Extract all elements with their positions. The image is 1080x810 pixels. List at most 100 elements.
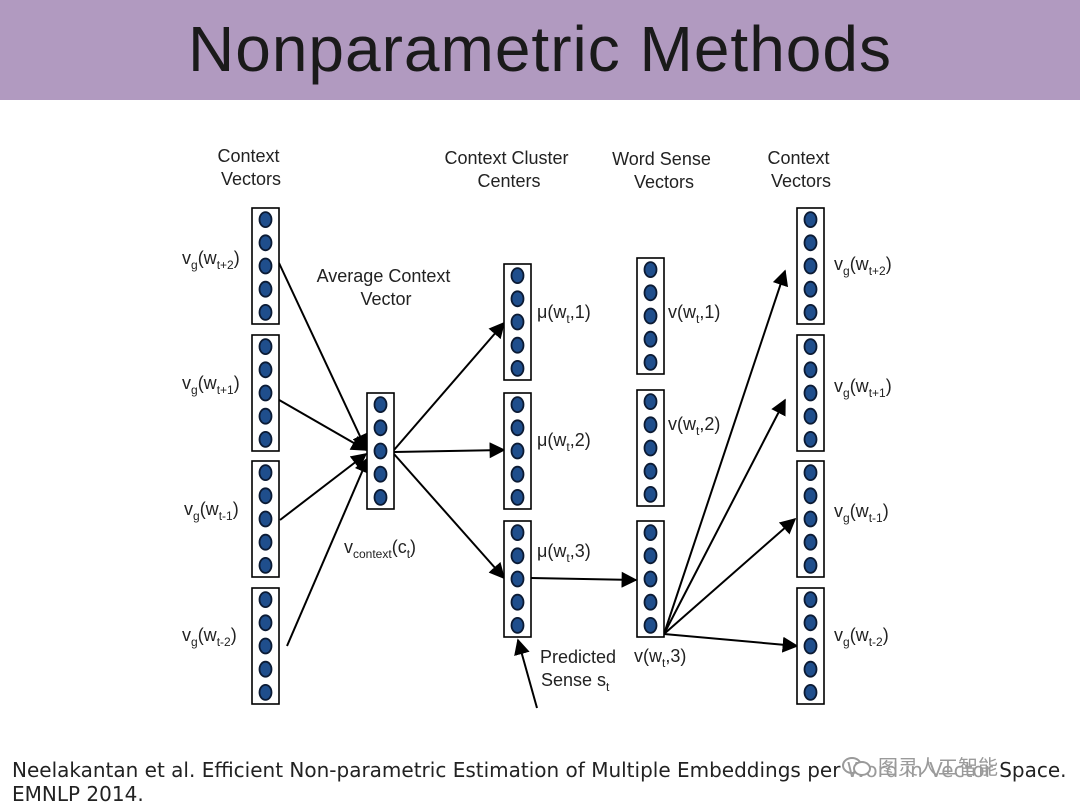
vector-node: [803, 487, 818, 505]
label-right-t+1: vg(wt+1): [834, 376, 892, 400]
vector-node: [510, 524, 525, 541]
vector-node: [643, 261, 658, 279]
cluster-center-2: [503, 392, 532, 510]
vector-node: [643, 462, 658, 480]
vector-node: [803, 211, 818, 229]
vector-node: [643, 393, 658, 411]
label-v-context: vcontext(ct): [344, 537, 416, 561]
vector-node: [803, 464, 818, 482]
vector-node: [803, 557, 818, 574]
vector-node: [643, 485, 658, 503]
header-average-context-vector: Average Context Vector: [317, 266, 456, 309]
vector-node: [803, 303, 818, 321]
vector-node: [510, 359, 525, 377]
left-vector-t+1: [251, 334, 280, 452]
vector-node: [643, 593, 658, 611]
vector-node: [258, 257, 273, 275]
vector-node: [258, 464, 273, 482]
vector-node: [643, 547, 658, 565]
left-vector-t-2: [251, 587, 280, 705]
vector-node: [510, 570, 525, 588]
vector-node: [258, 338, 273, 356]
network-diagram: Context Vectors Average Context Vector C…: [182, 146, 892, 709]
vector-node: [803, 280, 818, 298]
vector-node: [803, 384, 818, 402]
vector-node: [258, 614, 273, 632]
vector-node: [643, 524, 658, 541]
arrow-left2-to-avg: [266, 392, 368, 451]
header-context-vectors-right: Context Vectors: [767, 148, 834, 191]
right-vector-t+2: [796, 207, 825, 325]
right-vector-t+1: [796, 334, 825, 452]
vector-node: [510, 465, 525, 483]
header-context-vectors-left: Context Vectors: [217, 146, 284, 189]
vector-node: [803, 684, 818, 701]
vector-node: [803, 510, 818, 528]
vector-node: [258, 361, 273, 379]
vector-node: [643, 307, 658, 325]
label-predicted-sense-line2: Sense st: [541, 670, 610, 694]
wechat-icon: [842, 755, 872, 776]
left-vector-t-1: [251, 460, 280, 578]
vector-node: [258, 510, 273, 528]
sense-vector-1: [636, 257, 665, 375]
vector-node: [510, 336, 525, 354]
vector-node: [643, 439, 658, 457]
label-sense-3: v(wt,3): [634, 646, 686, 670]
vector-node: [643, 353, 658, 371]
label-mu-2: μ(wt,2): [537, 430, 591, 454]
arrow-avg-to-cluster2: [393, 442, 506, 459]
vector-node: [510, 396, 525, 414]
vector-node: [258, 637, 273, 655]
vector-node: [373, 488, 388, 506]
vector-node: [643, 330, 658, 348]
vector-node: [258, 430, 273, 448]
left-vector-t+2: [251, 207, 280, 325]
arrows: [266, 262, 799, 709]
page-title: Nonparametric Methods: [188, 13, 892, 85]
vector-node: [510, 617, 525, 634]
label-mu-3: μ(wt,3): [537, 541, 591, 565]
label-right-t+2: vg(wt+2): [834, 254, 892, 278]
vector-node: [258, 234, 273, 252]
vector-node: [803, 591, 818, 608]
arrow-sense3-to-right3: [663, 517, 797, 635]
header-context-cluster-centers: Context Cluster Centers: [444, 148, 573, 191]
vector-node: [643, 617, 658, 634]
sense-vector-3: [636, 520, 665, 638]
vector-node: [803, 430, 818, 448]
vector-node: [803, 637, 818, 655]
vector-node: [510, 313, 525, 331]
label-sense-2: v(wt,2): [668, 414, 720, 438]
vector-node: [803, 407, 818, 425]
label-left-t-2: vg(wt-2): [182, 625, 237, 649]
watermark: 图灵人工智能: [842, 750, 998, 780]
vector-node: [803, 257, 818, 275]
average-context-vector: [366, 392, 395, 510]
right-vector-t-1: [796, 460, 825, 578]
vector-node: [643, 284, 658, 302]
vector-node: [258, 660, 273, 678]
vector-node: [510, 290, 525, 308]
vector-node: [373, 396, 388, 414]
right-vector-t-2: [796, 587, 825, 705]
vector-node: [643, 570, 658, 588]
vector-node: [510, 442, 525, 460]
vector-node: [803, 338, 818, 356]
vector-node: [373, 442, 388, 460]
vector-node: [803, 614, 818, 632]
watermark-text: 图灵人工智能: [878, 756, 998, 779]
vector-node: [510, 547, 525, 565]
label-left-t+1: vg(wt+1): [182, 373, 240, 397]
arrow-avg-to-cluster3: [393, 453, 506, 580]
arrow-sense3-to-right2: [663, 398, 786, 635]
vector-node: [643, 416, 658, 434]
arrow-sense3-to-right1: [663, 269, 789, 635]
header-word-sense-vectors: Word Sense Vectors: [612, 149, 716, 192]
arrow-sense3-to-right4: [663, 633, 799, 653]
vector-node: [510, 267, 525, 285]
arrow-left1-to-avg: [278, 262, 368, 451]
label-right-t-1: vg(wt-1): [834, 501, 889, 525]
arrow-predicted-to-cluster3: [514, 638, 538, 709]
vector-node: [510, 593, 525, 611]
